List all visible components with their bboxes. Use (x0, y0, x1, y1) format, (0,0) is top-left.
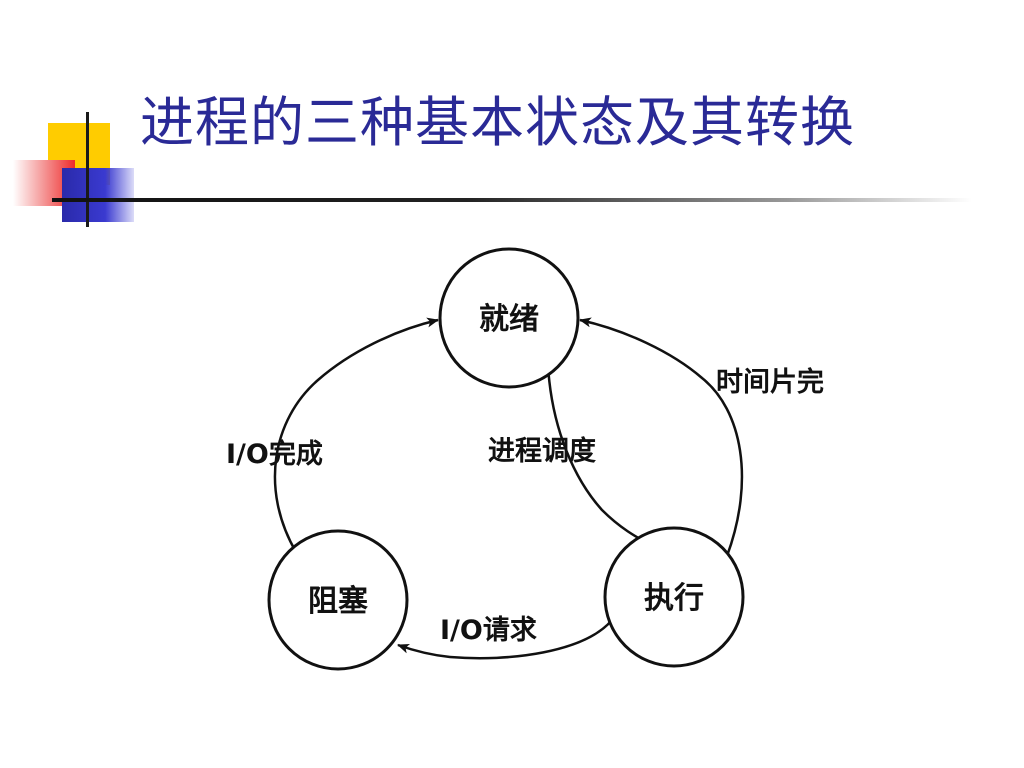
decor-blue-square (62, 168, 134, 222)
edge-label-io-complete: I/O完成 (226, 438, 323, 470)
node-blocked-circle (267, 529, 409, 671)
decor-vertical-line (86, 112, 89, 227)
edge-time-slice-done (579, 317, 744, 557)
node-ready-label: 就绪 (479, 302, 539, 337)
edge-io-request (397, 619, 613, 660)
node-running: 执行 (603, 526, 745, 668)
node-blocked-label: 阻塞 (308, 584, 368, 619)
node-running-circle (603, 526, 745, 668)
edge-scheduling (546, 365, 652, 547)
edge-io-complete (273, 317, 439, 553)
node-blocked: 阻塞 (267, 529, 409, 671)
edge-label-scheduling: 进程调度 (488, 435, 596, 467)
edge-label-time-slice-done: 时间片完 (716, 366, 824, 398)
title-underline (52, 198, 972, 202)
node-ready: 就绪 (438, 247, 580, 389)
node-running-label: 执行 (644, 581, 704, 616)
node-ready-circle (438, 247, 580, 389)
slide-title: 进程的三种基本状态及其转换 (140, 91, 855, 154)
edge-label-io-request: I/O请求 (440, 615, 537, 646)
